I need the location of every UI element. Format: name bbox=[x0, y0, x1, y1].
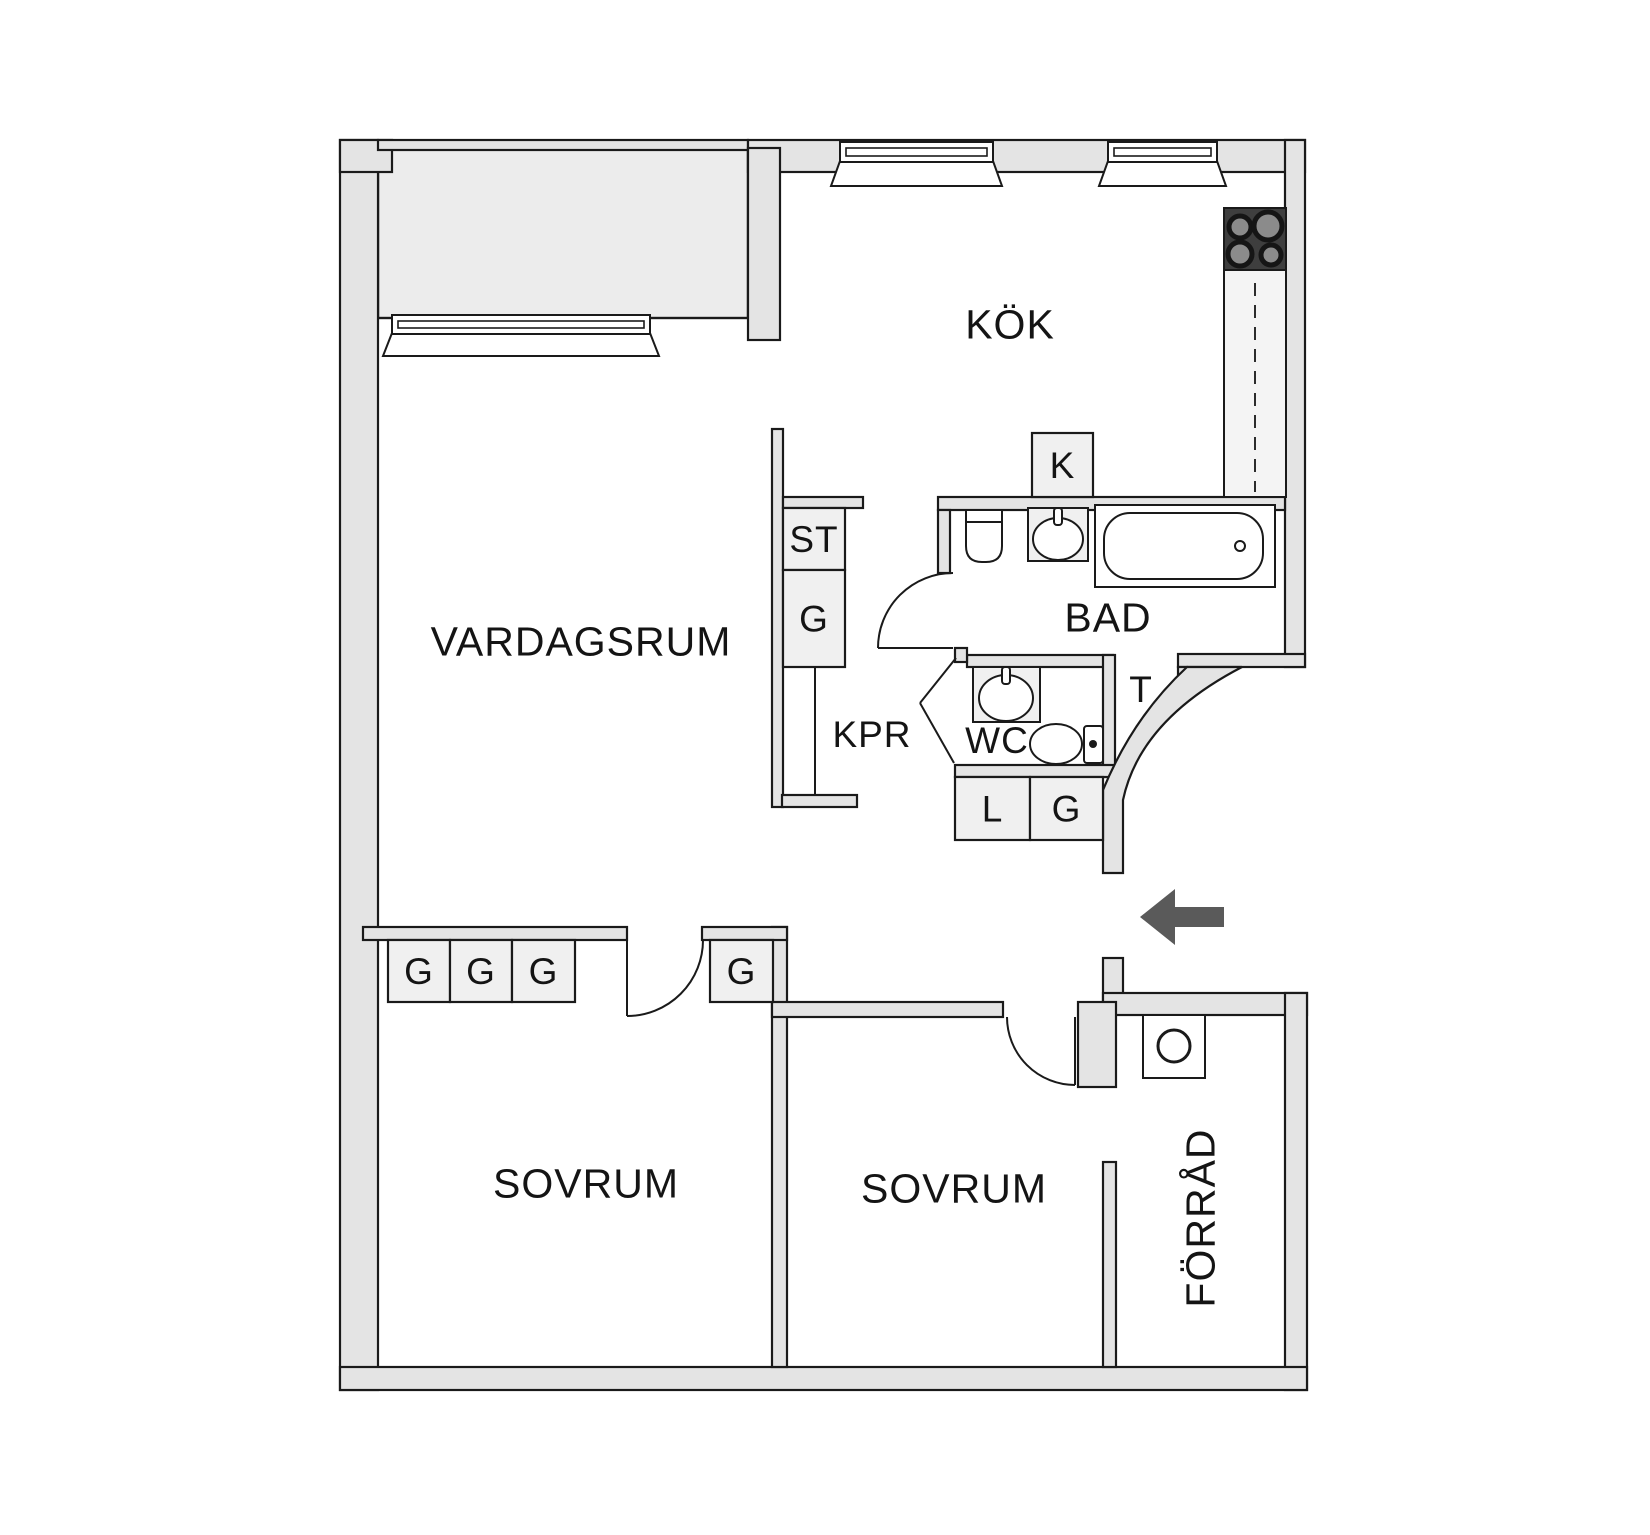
outer-wall-right-lower bbox=[1283, 991, 1309, 1392]
closet-l-label: L bbox=[982, 789, 1004, 830]
hall-south-wall-west bbox=[361, 925, 629, 942]
storage-west-wall bbox=[1101, 1160, 1118, 1369]
closet-g2-bedroom1 bbox=[448, 938, 514, 1004]
closet-g4-bedroom1-label: G bbox=[727, 951, 757, 992]
bathtub bbox=[1103, 512, 1264, 580]
bedroom2-door-swing-arc bbox=[1006, 1016, 1076, 1086]
wc-toilet-bowl bbox=[1029, 723, 1083, 765]
closet-g4-bedroom1 bbox=[708, 938, 775, 1004]
label-wc: WC bbox=[965, 720, 1029, 761]
bedroom2-door-pier bbox=[1076, 1000, 1118, 1089]
label-kitchen: KÖK bbox=[965, 301, 1055, 347]
outer-wall-left bbox=[338, 138, 380, 1392]
closet-g2-bedroom1-label: G bbox=[466, 951, 496, 992]
outer-wall-right-upper bbox=[1283, 138, 1307, 669]
wc-north-jamb bbox=[953, 646, 969, 664]
living-room-window-sill bbox=[381, 332, 661, 357]
bedroom2-north-wall bbox=[770, 1000, 1005, 1019]
kitchen-window-left bbox=[839, 141, 994, 163]
bedroom1-door-swing-arc bbox=[626, 939, 704, 1017]
bedroom-divider-wall bbox=[770, 925, 789, 1369]
stove-cooktop-burner-3 bbox=[1225, 239, 1255, 269]
wc-east-wall bbox=[1101, 653, 1117, 779]
hall-south-wall-east bbox=[700, 925, 789, 942]
kitchen-window-left-sill bbox=[829, 160, 1004, 187]
bath-toilet bbox=[965, 509, 1003, 563]
wc-south-wall bbox=[953, 763, 1117, 779]
closet-g-wc bbox=[1028, 775, 1105, 842]
balcony-block bbox=[376, 146, 750, 320]
outer-wall-top-balcony-strip bbox=[376, 138, 750, 152]
label-t: T bbox=[1129, 669, 1153, 710]
stove-cooktop-burner-4 bbox=[1258, 242, 1284, 268]
label-bedroom-1: SOVRUM bbox=[493, 1160, 679, 1206]
closet-k-fridge bbox=[1030, 431, 1095, 499]
bath-door-swing-arc bbox=[877, 572, 954, 649]
bathtub-drain bbox=[1234, 540, 1246, 552]
closet-g3-bedroom1-label: G bbox=[529, 951, 559, 992]
closet-g-hall-label: G bbox=[799, 599, 829, 640]
closet-g3-bedroom1 bbox=[510, 938, 577, 1004]
stove-cooktop-burner-1 bbox=[1226, 213, 1254, 241]
label-storage: FÖRRÅD bbox=[1177, 1128, 1223, 1307]
outer-wall-top-kitchen bbox=[746, 138, 1307, 174]
entrance-arrow bbox=[1140, 889, 1224, 945]
hall-curved-wall bbox=[1101, 665, 1243, 875]
wc-angled-wall-lower bbox=[919, 702, 955, 764]
label-hallway: KPR bbox=[832, 714, 911, 755]
wc-north-wall bbox=[965, 653, 1115, 669]
washing-machine bbox=[1142, 1014, 1206, 1079]
kitchen-window-right-sill bbox=[1097, 160, 1228, 187]
washing-machine-drum bbox=[1156, 1028, 1192, 1064]
bath-west-wall bbox=[936, 508, 952, 575]
hall-closet-cap-top bbox=[781, 495, 865, 510]
living-room-window-pane bbox=[397, 320, 645, 329]
closet-g1-bedroom1-label: G bbox=[404, 951, 434, 992]
outer-wall-bottom bbox=[338, 1365, 1309, 1392]
bath-sink-tap bbox=[1053, 507, 1063, 526]
wc-sink-tap bbox=[1001, 666, 1011, 685]
wc-angled-wall-upper bbox=[919, 657, 957, 704]
hall-closet-cap-bottom bbox=[780, 793, 859, 809]
kitchen-window-left-pane bbox=[845, 147, 988, 157]
kitchen-living-divider bbox=[746, 146, 782, 342]
bath-south-wall bbox=[1176, 652, 1307, 669]
stove-cooktop-burner-2 bbox=[1251, 209, 1285, 243]
closet-k-fridge-label: K bbox=[1050, 445, 1076, 486]
closet-g-wc-label: G bbox=[1052, 789, 1082, 830]
label-living-room: VARDAGSRUM bbox=[431, 618, 732, 664]
living-room-window bbox=[391, 314, 651, 335]
label-bedroom-2: SOVRUM bbox=[861, 1165, 1047, 1211]
closet-st-label: ST bbox=[789, 519, 838, 560]
label-bathroom: BAD bbox=[1064, 594, 1151, 640]
kitchen-window-right-pane bbox=[1113, 147, 1212, 157]
kitchen-window-right bbox=[1107, 141, 1218, 163]
storage-north-wall bbox=[1101, 991, 1309, 1017]
wc-toilet-button bbox=[1089, 740, 1097, 748]
hall-closet-wall bbox=[770, 427, 785, 809]
